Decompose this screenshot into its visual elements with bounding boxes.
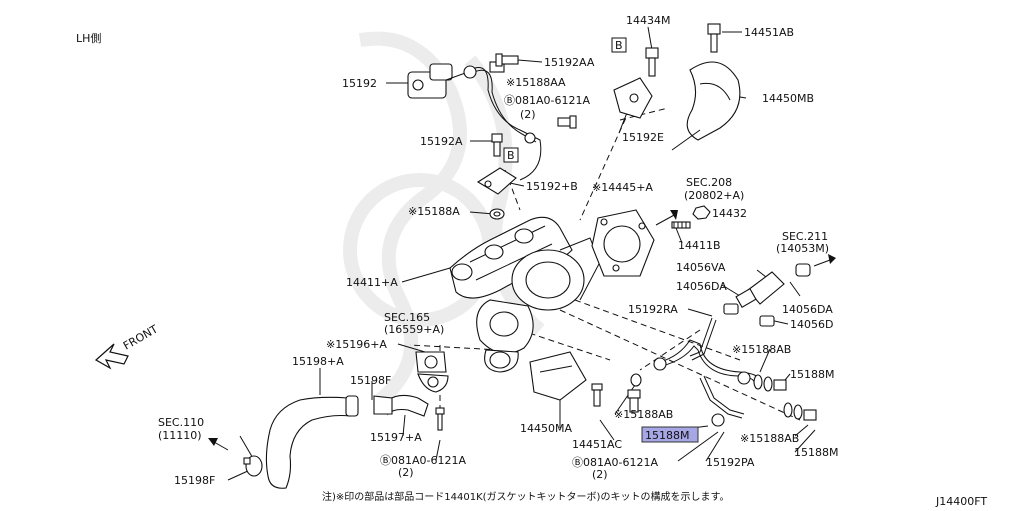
label-081a0-bottom-qty: (2) <box>592 468 608 481</box>
label-14411b[interactable]: 14411B <box>678 239 721 252</box>
stud-and-nut <box>671 205 711 229</box>
label-15192aa[interactable]: 15192AA <box>544 56 595 69</box>
label-15188ab-top[interactable]: ※15188AB <box>732 343 791 356</box>
ref-box-b-top-text: B <box>615 39 623 52</box>
label-15188m-r1[interactable]: 15188M <box>790 368 834 381</box>
label-sec110-sub: (11110) <box>158 429 202 442</box>
front-arrow-icon <box>94 343 129 370</box>
label-15192[interactable]: 15192 <box>342 77 377 90</box>
label-sec110[interactable]: SEC.110 <box>158 416 204 429</box>
footnote: 注)※印の部品は部品コード14401K(ガスケットキットターボ)のキットの構成を… <box>322 490 729 503</box>
label-14411a[interactable]: 14411+A <box>346 276 398 289</box>
diagram-code: J14400FT <box>935 495 987 508</box>
exhaust-manifold <box>449 216 573 299</box>
label-081a0-left[interactable]: Ⓑ081A0-6121A <box>380 454 466 467</box>
label-14450ma[interactable]: 14450MA <box>520 422 572 435</box>
label-sec211[interactable]: SEC.211 <box>782 230 828 243</box>
label-15196a[interactable]: ※15196+A <box>326 338 387 351</box>
label-15188ab-right[interactable]: ※15188AB <box>740 432 799 445</box>
label-14056d[interactable]: 14056D <box>790 318 833 331</box>
label-081a0-top[interactable]: Ⓑ081A0-6121A <box>504 94 590 107</box>
label-15198a[interactable]: 15198+A <box>292 355 344 368</box>
direction-arrows <box>208 210 836 451</box>
ref-box-b-mid: B <box>503 147 519 163</box>
label-sec208[interactable]: SEC.208 <box>686 176 732 189</box>
heat-shield-upper <box>671 23 741 151</box>
oil-drain-gasket <box>415 351 449 431</box>
ref-box-b-mid-text: B <box>507 149 515 162</box>
label-081a0-left-qty: (2) <box>398 466 414 479</box>
bolt-14434m <box>645 47 659 77</box>
label-sec208-sub: (20802+A) <box>684 189 744 202</box>
label-sec165[interactable]: SEC.165 <box>384 311 430 324</box>
label-14451ac[interactable]: 14451AC <box>572 438 622 451</box>
turbocharger-body <box>476 237 601 373</box>
banjo-fitting-part <box>407 63 469 99</box>
bracket-15192e <box>613 77 653 119</box>
label-15188m-highlighted[interactable]: 15188M <box>645 429 689 442</box>
oil-drain-hose <box>373 394 429 417</box>
ref-box-b-top: B <box>611 37 627 53</box>
label-15192b[interactable]: 15192+B <box>526 180 578 193</box>
bolt-15192a <box>491 115 577 157</box>
heat-shield-lower <box>529 351 603 407</box>
label-14450mb[interactable]: 14450MB <box>762 92 814 105</box>
label-14056da-left[interactable]: 14056DA <box>676 280 727 293</box>
label-15188aa[interactable]: ※15188AA <box>506 76 566 89</box>
label-sec165-sub: (16559+A) <box>384 323 444 336</box>
label-15188a[interactable]: ※15188A <box>408 205 460 218</box>
bracket-part <box>476 167 517 195</box>
label-14432[interactable]: 14432 <box>712 207 747 220</box>
label-14056va[interactable]: 14056VA <box>676 261 726 274</box>
label-15192e[interactable]: 15192E <box>622 131 664 144</box>
water-hose-part <box>723 263 811 327</box>
banjo-bolts-right <box>627 373 817 421</box>
hose-clamp-bottom <box>243 455 263 477</box>
label-081a0-bottom[interactable]: Ⓑ081A0-6121A <box>572 456 658 469</box>
label-14445a[interactable]: ※14445+A <box>592 181 653 194</box>
label-14056da-right[interactable]: 14056DA <box>782 303 833 316</box>
highlight-box[interactable] <box>641 426 699 443</box>
water-pipe-part <box>653 317 759 427</box>
label-15188m-r2[interactable]: 15188M <box>794 446 838 459</box>
turbo-outlet-gasket <box>591 209 655 277</box>
label-14434m[interactable]: 14434M <box>626 14 670 27</box>
label-15198f-mid[interactable]: 15198F <box>350 374 391 387</box>
bolt-15192aa <box>495 53 519 67</box>
label-15197a[interactable]: 15197+A <box>370 431 422 444</box>
label-15192a[interactable]: 15192A <box>420 135 463 148</box>
oil-feed-pipe <box>463 61 542 181</box>
label-sec211-sub: (14053M) <box>776 242 829 255</box>
front-label: FRONT <box>121 322 160 352</box>
label-081a0-top-qty: (2) <box>520 108 536 121</box>
air-hose-15198a <box>265 395 359 489</box>
label-15192ra[interactable]: 15192RA <box>628 303 678 316</box>
label-15198f-bottom[interactable]: 15198F <box>174 474 215 487</box>
side-label: LH側 <box>76 32 101 45</box>
label-15192pa[interactable]: 15192PA <box>706 456 755 469</box>
label-14451ab[interactable]: 14451AB <box>744 26 794 39</box>
washer-15188a <box>489 208 505 220</box>
label-15188ab-mid[interactable]: ※15188AB <box>614 408 673 421</box>
